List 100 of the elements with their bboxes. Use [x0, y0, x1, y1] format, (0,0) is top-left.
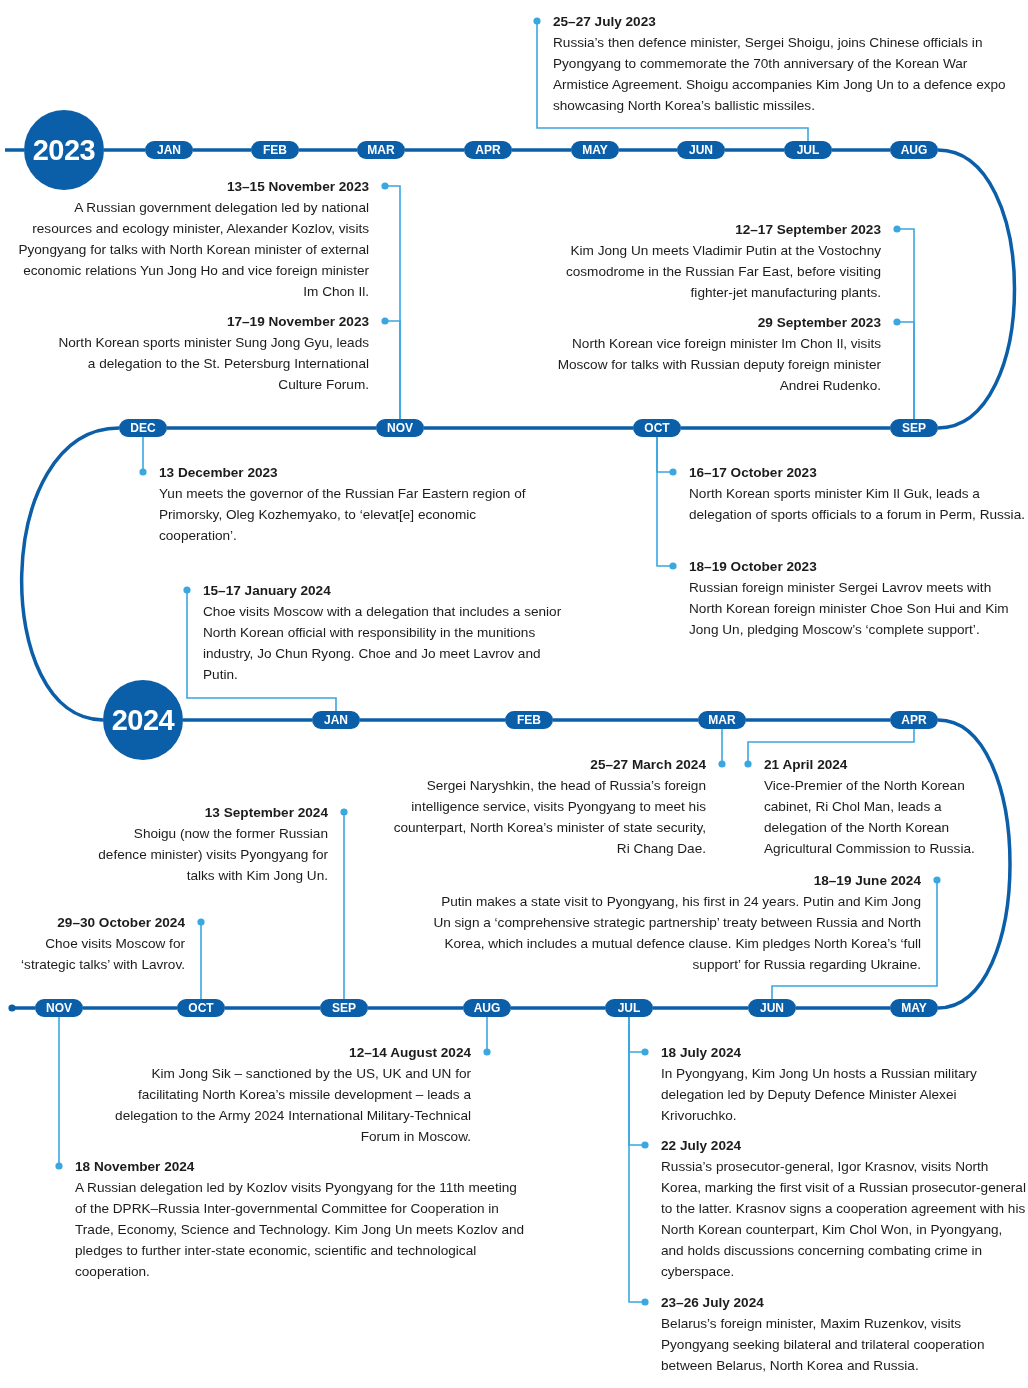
leader-line [197, 918, 205, 1000]
event-date: 23–26 July 2024 [661, 1294, 765, 1312]
timeline-line [193, 148, 251, 152]
event-description: North Korean vice foreign minister Im Chon Il, visits Moscow for talks with Russian deputy foreign minister Andrei Rudenko. [557, 335, 881, 395]
event-description: A Russian government delegation led by national resources and ecology minister, Alexander Kozlov, visits Pyongyang for talks with North Korean minister of external economic relations Yun Jong Ho and vice foreign minister Im Chon Il. [18, 199, 369, 301]
event-description: Yun meets the governor of the Russian Far Eastern region of Primorsky, Oleg Kozhemyako, to ‘elevat[e] economic cooperation’. [159, 485, 527, 545]
leader-line [55, 1016, 63, 1170]
leader-line [183, 586, 337, 712]
month-pill: NOV [376, 419, 424, 437]
timeline-line [368, 1006, 463, 1010]
leader-line [139, 436, 147, 476]
event-description: Russia’s then defence minister, Sergei Shoigu, joins Chinese officials in Pyongyang to commemorate the 70th anniversary of the Korean War Armistice Agreement. Shoigu accompanies Kim Jong Un to a defence expo showcasing North Korea’s ballistic missiles. [553, 34, 1007, 115]
timeline-line [796, 1006, 890, 1010]
timeline-line [511, 1006, 605, 1010]
leader-line [340, 808, 348, 1000]
month-pill: JAN [312, 711, 360, 729]
timeline-line [619, 148, 677, 152]
timeline-line [424, 426, 633, 430]
event-date: 25–27 March 2024 [589, 756, 706, 774]
month-pill: SEP [890, 419, 938, 437]
month-pill: FEB [505, 711, 553, 729]
leader-line [628, 1016, 649, 1306]
month-pill: SEP [320, 999, 368, 1017]
month-pill: JUL [784, 141, 832, 159]
timeline-line [725, 148, 784, 152]
event-description: Russia’s prosecutor-general, Igor Krasnov, visits North Korea, marking the first visit of a Russian prosecutor-general to the latter. Krasnov signs a cooperation agreement with his North Korean counterpart, Kim Chol Won, in Pyongyang, and holds discussions concerning combating crime in cyberspace. [661, 1158, 1027, 1281]
event-description: Kim Jong Sik – sanctioned by the US, UK and UN for facilitating North Korea’s missile development – leads a delegation to the Army 2024 International Military-Technical Forum in Moscow. [114, 1065, 471, 1146]
month-pill: MAY [890, 999, 938, 1017]
timeline-line [20, 426, 120, 722]
month-pill: MAR [698, 711, 746, 729]
leader-line [718, 728, 726, 768]
timeline-line [405, 148, 464, 152]
leader-line [483, 1016, 491, 1056]
leader-line [381, 317, 401, 420]
timeline-line [5, 148, 24, 152]
event-date: 16–17 October 2023 [689, 464, 818, 482]
year-badge: 2023 [24, 110, 104, 190]
timeline-line [225, 1006, 320, 1010]
timeline-line [746, 718, 890, 722]
event-description: Belarus’s foreign minister, Maxim Ruzenkov, visits Pyongyang seeking bilateral and trilateral cooperation between Belarus, North Korea and Russia. [661, 1315, 986, 1375]
timeline-line [8, 1004, 35, 1012]
year-badge: 2024 [103, 680, 183, 760]
event-description: Sergei Naryshkin, the head of Russia’s foreign intelligence service, visits Pyongyang to meet his counterpart, North Korea’s minister of state security, Ri Chang Dae. [392, 777, 706, 858]
leader-line [771, 876, 941, 1000]
timeline-line [937, 148, 1017, 430]
event-date: 13 September 2024 [203, 804, 328, 822]
timeline-line [937, 718, 1012, 1010]
event-description: Putin makes a state visit to Pyongyang, his first in 24 years. Putin and Kim Jong Un sign a ‘comprehensive strategic partnership’ treaty between Russia and North Korea, which includes a mutual defence clause. Kim pledges North Korea’s ‘full support’ for Russia regarding Ukraine. [432, 893, 921, 974]
event-description: A Russian delegation led by Kozlov visits Pyongyang for the 11th meeting of the DPRK–Russia Inter-governmental Committee for Cooperation in Trade, Economy, Science and Technology. Kim Jong Un meets Kozlov and pledges to further inter-state economic, scientific and technological cooperation. [75, 1179, 526, 1281]
month-pill: MAY [571, 141, 619, 159]
event-date: 25–27 July 2023 [553, 13, 657, 31]
event-date: 13 December 2023 [159, 464, 279, 482]
month-pill: JAN [145, 141, 193, 159]
timeline-line [83, 1006, 177, 1010]
timeline-line [360, 718, 505, 722]
month-pill: JUN [677, 141, 725, 159]
timeline-line [104, 148, 145, 152]
event-date: 18–19 October 2023 [689, 558, 818, 576]
event-date: 29 September 2023 [756, 314, 881, 332]
event-date: 18 November 2024 [75, 1158, 196, 1176]
event-description: Choe visits Moscow for ‘strategic talks’ with Lavrov. [20, 935, 185, 974]
event-date: 13–15 November 2023 [225, 178, 369, 196]
event-date: 21 April 2024 [764, 756, 849, 774]
month-pill: OCT [177, 999, 225, 1017]
event-date: 29–30 October 2024 [56, 914, 185, 932]
month-pill: JUL [605, 999, 653, 1017]
leader-line [744, 728, 915, 768]
event-description: Russian foreign minister Sergei Lavrov meets with North Korean foreign minister Choe Son Hui and Kim Jong Un, pledging Moscow’s ‘complete support’. [689, 579, 1010, 639]
month-pill: JUN [748, 999, 796, 1017]
timeline-line [512, 148, 571, 152]
event-date: 12–17 September 2023 [734, 221, 881, 239]
event-date: 12–14 August 2024 [348, 1044, 471, 1062]
timeline-line [553, 718, 698, 722]
month-pill: OCT [633, 419, 681, 437]
month-pill: APR [464, 141, 512, 159]
timeline-line [653, 1006, 748, 1010]
event-date: 15–17 January 2024 [203, 582, 332, 600]
month-pill: NOV [35, 999, 83, 1017]
month-pill: FEB [251, 141, 299, 159]
timeline-line [167, 426, 376, 430]
event-description: Kim Jong Un meets Vladimir Putin at the Vostochny cosmodrome in the Russian Far East, before visiting fighter-jet manufacturing plants. [564, 242, 881, 302]
event-date: 22 July 2024 [661, 1137, 743, 1155]
leader-line [893, 318, 915, 420]
month-pill: APR [890, 711, 938, 729]
leader-line [656, 436, 677, 570]
timeline-line [832, 148, 890, 152]
event-date: 18 July 2024 [661, 1044, 743, 1062]
event-description: In Pyongyang, Kim Jong Un hosts a Russian military delegation led by Deputy Defence Minister Alexei Krivoruchko. [661, 1065, 978, 1125]
event-date: 18–19 June 2024 [812, 872, 921, 890]
event-description: North Korean sports minister Sung Jong Gyu, leads a delegation to the St. Petersburg International Culture Forum. [57, 334, 369, 394]
event-description: Vice-Premier of the North Korean cabinet, Ri Chol Man, leads a delegation of the North Korean Agricultural Commission to Russia. [764, 777, 976, 858]
event-description: Shoigu (now the former Russian defence minister) visits Pyongyang for talks with Kim Jong Un. [97, 825, 328, 885]
timeline-line [299, 148, 357, 152]
month-pill: AUG [463, 999, 511, 1017]
timeline-line [681, 426, 890, 430]
event-date: 17–19 November 2023 [225, 313, 369, 331]
event-description: North Korean sports minister Kim Il Guk, leads a delegation of sports officials to a forum in Perm, Russia. [689, 485, 1026, 524]
month-pill: MAR [357, 141, 405, 159]
timeline-line [183, 718, 312, 722]
event-description: Choe visits Moscow with a delegation that includes a senior North Korean official with responsibility in the munitions industry, Jo Chun Ryong. Choe and Jo meet Lavrov and Putin. [203, 603, 563, 684]
